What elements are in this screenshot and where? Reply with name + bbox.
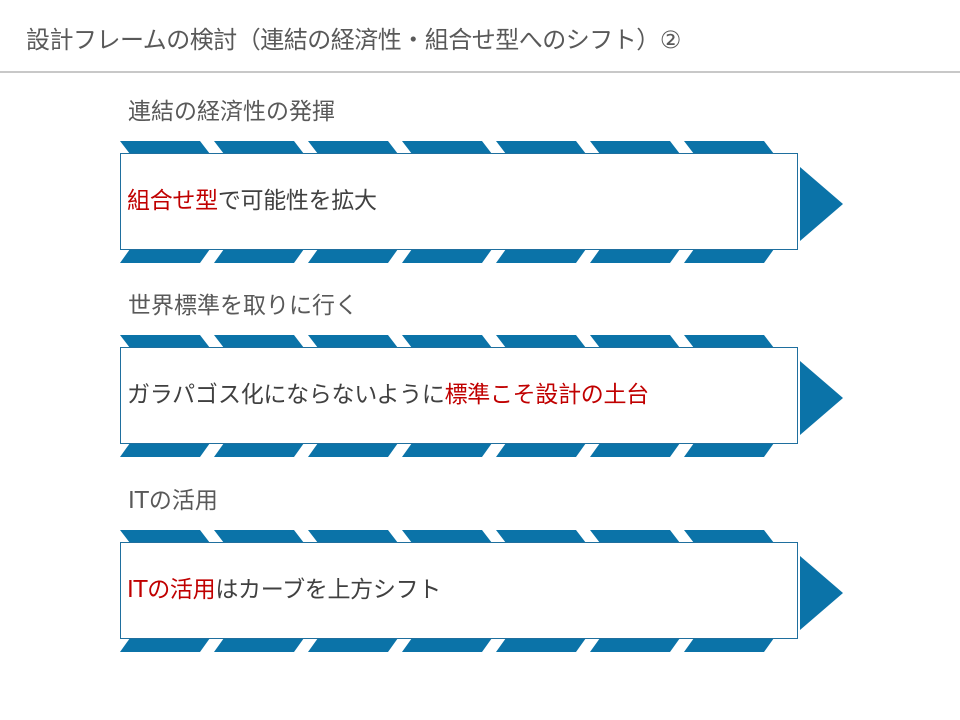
stripe-segment	[496, 141, 586, 154]
stripe-segment	[120, 443, 210, 457]
stripe-segment	[120, 335, 210, 348]
stripe-segment	[120, 530, 210, 543]
top-stripes	[120, 530, 774, 543]
top-stripes	[120, 335, 774, 348]
stripe-segment	[496, 249, 586, 263]
title-divider	[0, 71, 960, 73]
stripe-segment	[120, 141, 210, 154]
stripe-segment	[684, 335, 774, 348]
stripe-segment	[402, 530, 492, 543]
callout-box: ITの活用はカーブを上方シフト	[120, 542, 798, 639]
stripe-segment	[402, 638, 492, 652]
callout-box: 組合せ型で可能性を拡大	[120, 153, 798, 250]
stripe-segment	[684, 141, 774, 154]
stripe-segment	[496, 335, 586, 348]
callout-highlight: 標準こそ設計の土台	[444, 382, 650, 408]
section-world-standard: 世界標準を取りに行く ガラパゴス化にならないように標準こそ設計の土台	[0, 291, 960, 476]
top-stripes	[120, 141, 774, 154]
stripe-segment	[402, 335, 492, 348]
stripe-segment	[590, 141, 680, 154]
arrow-head-icon	[800, 556, 843, 630]
stripe-segment	[590, 249, 680, 263]
stripe-segment	[214, 335, 304, 348]
bottom-stripes	[120, 443, 774, 457]
stripe-segment	[590, 335, 680, 348]
callout-highlight: ITの活用	[127, 577, 216, 603]
stripe-segment	[684, 249, 774, 263]
stripe-segment	[120, 249, 210, 263]
callout-lead: ガラパゴス化にならないように	[127, 382, 445, 408]
stripe-segment	[402, 443, 492, 457]
stripe-segment	[590, 638, 680, 652]
stripe-segment	[214, 638, 304, 652]
bottom-stripes	[120, 249, 774, 263]
callout-rest: で可能性を拡大	[217, 188, 377, 214]
stripe-segment	[684, 530, 774, 543]
stripe-segment	[308, 141, 398, 154]
callout-text: ITの活用はカーブを上方シフト	[127, 543, 441, 638]
callout-rest: はカーブを上方シフト	[215, 577, 441, 603]
stripe-segment	[402, 249, 492, 263]
striped-arrow-graphic	[120, 335, 843, 457]
arrow-head-icon	[800, 167, 843, 241]
section-heading: ITの活用	[128, 488, 218, 514]
stripe-segment	[496, 443, 586, 457]
striped-arrow-graphic	[120, 141, 843, 263]
slide-title: 設計フレームの検討（連結の経済性・組合せ型へのシフト）②	[26, 26, 681, 54]
callout-box: ガラパゴス化にならないように標準こそ設計の土台	[120, 347, 798, 444]
stripe-segment	[214, 443, 304, 457]
stripe-segment	[308, 638, 398, 652]
stripe-segment	[308, 443, 398, 457]
stripe-segment	[684, 638, 774, 652]
callout-text: ガラパゴス化にならないように標準こそ設計の土台	[127, 348, 649, 443]
section-heading: 連結の経済性の発揮	[128, 99, 335, 125]
stripe-segment	[496, 530, 586, 543]
striped-arrow-graphic	[120, 530, 843, 652]
stripe-segment	[308, 249, 398, 263]
section-heading: 世界標準を取りに行く	[128, 293, 358, 319]
arrow-head-icon	[800, 361, 843, 435]
stripe-segment	[590, 443, 680, 457]
section-economy-of-linkage: 連結の経済性の発揮 組合せ型で可能性を拡大	[0, 97, 960, 282]
stripe-segment	[590, 530, 680, 543]
stripe-segment	[402, 141, 492, 154]
section-it-utilization: ITの活用 ITの活用はカーブを上方シフト	[0, 486, 960, 671]
callout-text: 組合せ型で可能性を拡大	[127, 154, 377, 249]
stripe-segment	[308, 530, 398, 543]
stripe-segment	[214, 141, 304, 154]
stripe-segment	[496, 638, 586, 652]
callout-highlight: 組合せ型	[127, 188, 218, 214]
stripe-segment	[684, 443, 774, 457]
stripe-segment	[214, 530, 304, 543]
stripe-segment	[308, 335, 398, 348]
stripe-segment	[214, 249, 304, 263]
stripe-segment	[120, 638, 210, 652]
bottom-stripes	[120, 638, 774, 652]
